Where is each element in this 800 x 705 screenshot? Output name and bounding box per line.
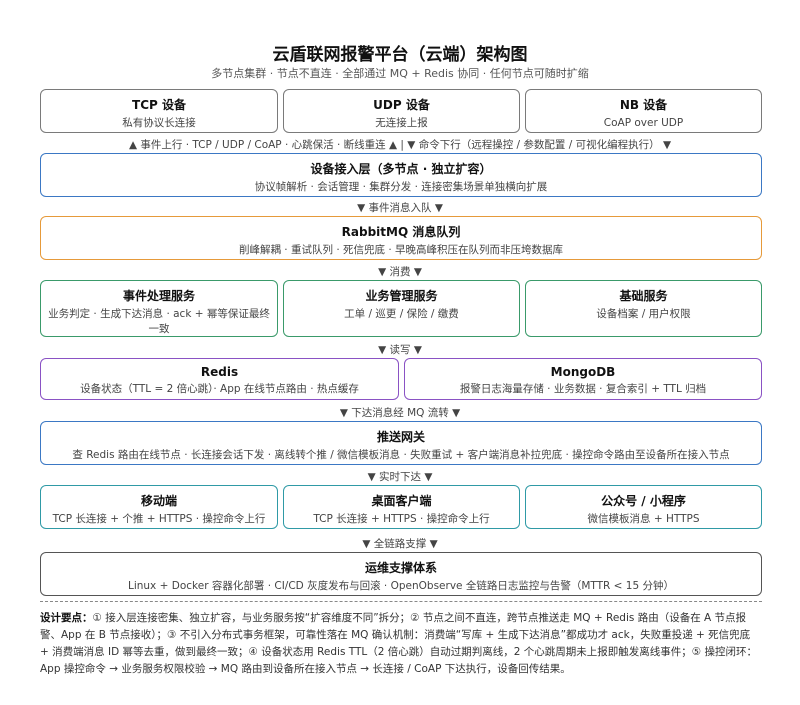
design-notes: 设计要点：① 接入层连接密集、独立扩容，与业务服务按“扩容维度不同”拆分；② 节…: [40, 610, 762, 678]
store-mongodb-desc: 报警日志海量存储 · 业务数据 · 复合索引 + TTL 归档: [459, 383, 707, 395]
device-udp-title: UDP 设备: [373, 98, 430, 112]
client-mobile-box: 移动端 TCP 长连接 + 个推 + HTTPS · 操控命令上行: [40, 485, 278, 529]
device-tcp-box: TCP 设备 私有协议长连接: [40, 89, 278, 133]
service-base-desc: 设备档案 / 用户权限: [596, 308, 691, 320]
page-title: 云盾联网报警平台（云端）架构图: [272, 45, 528, 65]
arrow-readwrite: ▼ 读写 ▼: [378, 344, 422, 356]
service-business-title: 业务管理服务: [365, 289, 438, 303]
notes-divider: [40, 601, 762, 602]
mq-desc: 削峰解耦 · 重试队列 · 死信兜底 · 早晚高峰积压在队列而非压垮数据库: [238, 244, 564, 256]
client-wechat-desc: 微信模板消息 + HTTPS: [587, 513, 700, 525]
device-tcp-desc: 私有协议长连接: [122, 117, 196, 129]
ops-box: 运维支撑体系 Linux + Docker 容器化部署 · CI/CD 灰度发布…: [40, 552, 762, 596]
client-desktop-title: 桌面客户端: [371, 494, 432, 508]
mq-title: RabbitMQ 消息队列: [341, 225, 461, 239]
access-layer-title: 设备接入层（多节点 · 独立扩容）: [310, 162, 492, 176]
service-event-box: 事件处理服务 业务判定 · 生成下达消息 · ack + 幂等保证最终一致: [40, 280, 278, 337]
ops-desc: Linux + Docker 容器化部署 · CI/CD 灰度发布与回滚 · O…: [127, 580, 674, 592]
arrow-enqueue: ▼ 事件消息入队 ▼: [357, 202, 443, 214]
ops-title: 运维支撑体系: [364, 561, 437, 575]
store-redis-box: Redis 设备状态（TTL = 2 倍心跳）· App 在线节点路由 · 热点…: [40, 358, 399, 400]
mq-box: RabbitMQ 消息队列 削峰解耦 · 重试队列 · 死信兜底 · 早晚高峰积…: [40, 216, 762, 260]
store-mongodb-box: MongoDB 报警日志海量存储 · 业务数据 · 复合索引 + TTL 归档: [404, 358, 762, 400]
client-mobile-desc: TCP 长连接 + 个推 + HTTPS · 操控命令上行: [52, 513, 266, 525]
service-business-desc: 工单 / 巡更 / 保险 / 缴费: [344, 308, 459, 320]
store-redis-title: Redis: [200, 365, 239, 379]
client-desktop-box: 桌面客户端 TCP 长连接 + HTTPS · 操控命令上行: [283, 485, 520, 529]
client-desktop-desc: TCP 长连接 + HTTPS · 操控命令上行: [313, 513, 490, 525]
service-business-box: 业务管理服务 工单 / 巡更 / 保险 / 缴费: [283, 280, 520, 337]
notes-label: 设计要点：: [40, 612, 93, 624]
device-nb-title: NB 设备: [619, 98, 668, 112]
access-layer-desc: 协议帧解析 · 会话管理 · 集群分发 · 连接密集场景单独横向扩展: [254, 181, 548, 193]
service-event-desc: 业务判定 · 生成下达消息 · ack + 幂等保证最终一致: [48, 308, 270, 335]
arrow-fullchain: ▼ 全链路支撑 ▼: [362, 538, 438, 550]
device-udp-box: UDP 设备 无连接上报: [283, 89, 520, 133]
arrow-uplink-downlink: ▲ 事件上行 · TCP / UDP / CoAP · 心跳保活 · 断线重连 …: [128, 139, 672, 151]
device-nb-box: NB 设备 CoAP over UDP: [525, 89, 762, 133]
device-udp-desc: 无连接上报: [375, 117, 428, 129]
store-redis-desc: 设备状态（TTL = 2 倍心跳）· App 在线节点路由 · 热点缓存: [80, 383, 359, 395]
access-layer-box: 设备接入层（多节点 · 独立扩容） 协议帧解析 · 会话管理 · 集群分发 · …: [40, 153, 762, 197]
page-subtitle: 多节点集群 · 节点不直连 · 全部通过 MQ + Redis 协同 · 任何节…: [211, 67, 589, 80]
client-mobile-title: 移动端: [140, 494, 177, 508]
arrow-consume: ▼ 消费 ▼: [378, 266, 422, 278]
arrow-dispatch-mq: ▼ 下达消息经 MQ 流转 ▼: [339, 407, 461, 419]
gateway-title: 推送网关: [376, 430, 425, 444]
service-base-box: 基础服务 设备档案 / 用户权限: [525, 280, 762, 337]
arrow-realtime: ▼ 实时下达 ▼: [367, 471, 433, 483]
gateway-desc: 查 Redis 路由在线节点 · 长连接会话下发 · 离线转个推 / 微信模板消…: [72, 449, 730, 461]
store-mongodb-title: MongoDB: [550, 365, 616, 379]
client-wechat-title: 公众号 / 小程序: [601, 494, 686, 508]
notes-text: ① 接入层连接密集、独立扩容，与业务服务按“扩容维度不同”拆分；② 节点之间不直…: [40, 612, 758, 675]
device-nb-desc: CoAP over UDP: [603, 117, 684, 129]
client-wechat-box: 公众号 / 小程序 微信模板消息 + HTTPS: [525, 485, 762, 529]
service-base-title: 基础服务: [619, 289, 668, 303]
device-tcp-title: TCP 设备: [132, 98, 186, 112]
service-event-title: 事件处理服务: [122, 289, 195, 303]
gateway-box: 推送网关 查 Redis 路由在线节点 · 长连接会话下发 · 离线转个推 / …: [40, 421, 762, 465]
